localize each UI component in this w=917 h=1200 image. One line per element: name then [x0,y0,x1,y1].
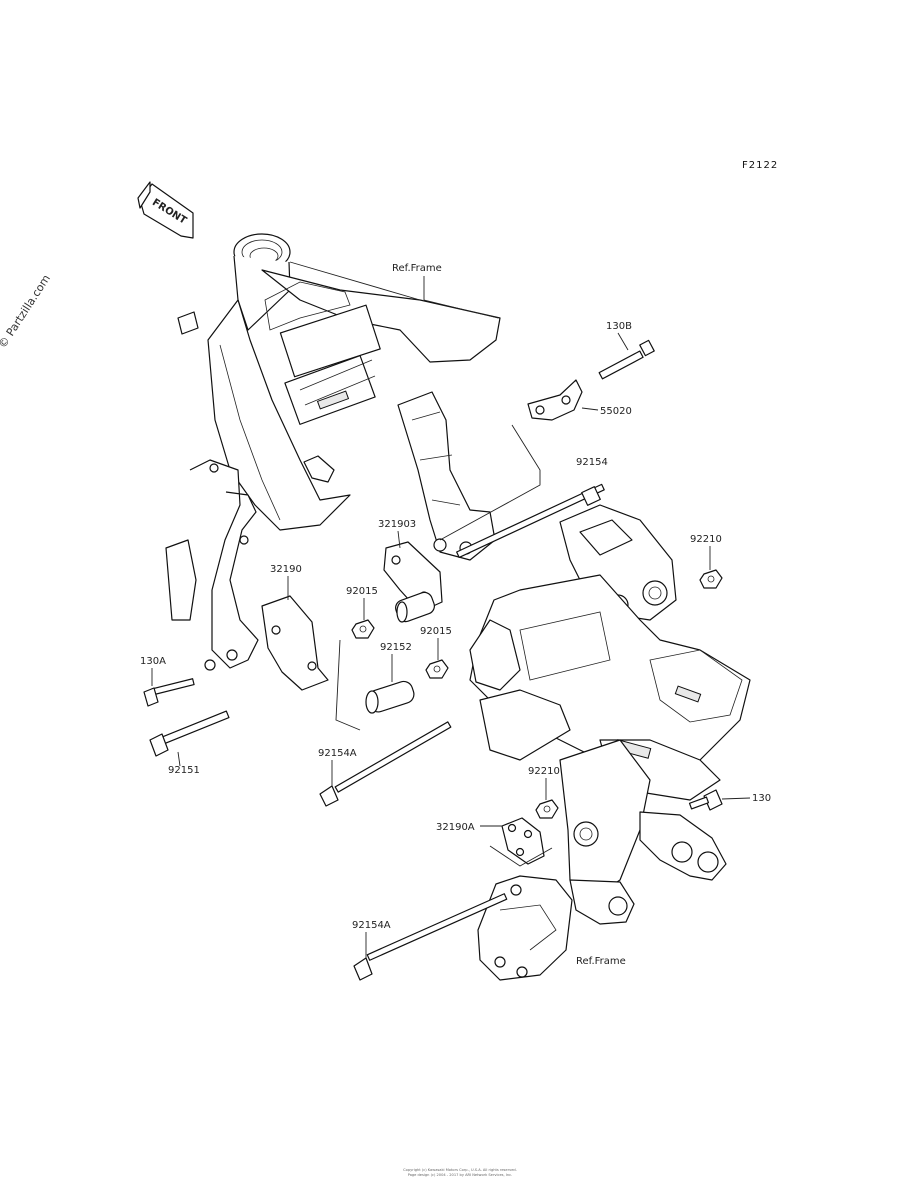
callout-32190: 32190 [270,564,302,575]
callout-92152: 92152 [380,642,412,653]
bracket-32190a [501,817,545,865]
callout-55020: 55020 [600,406,632,417]
bolt-92154-top [456,483,605,559]
collar-92015 [395,591,435,623]
callout-130b: 130B [606,321,632,332]
nut-92015-b [425,659,449,679]
callout-92154-top: 92154 [576,457,608,468]
collar-92152 [365,680,415,714]
callout-130a: 130A [140,656,166,667]
ref-frame-label-top: Ref.Frame [392,263,442,274]
nut-92210-top [699,569,723,589]
bolt-92154a-mid [319,721,452,807]
bracket-55020 [527,379,583,421]
callout-92154a-bottom: 92154A [352,920,391,931]
bolt-130 [688,789,723,811]
nut-92210-mid [535,799,559,819]
callout-92151: 92151 [168,765,200,776]
front-arrow-icon: FRONT [137,181,194,239]
callout-92154a-mid: 92154A [318,748,357,759]
callout-130: 130 [752,793,771,804]
callout-321903: 321903 [378,519,416,530]
frame-assembly [165,233,501,671]
footer-line-1: Copyright (c) Kawasaki Motors Corp., U.S… [403,1168,517,1172]
figure-id: F2122 [742,160,779,171]
bolt-130a [143,678,195,707]
callout-92015-a: 92015 [346,586,378,597]
callout-32190a: 32190A [436,822,475,833]
nut-92015-a [351,619,375,639]
ref-frame-label-bottom: Ref.Frame [576,956,626,967]
footer-copyright: Copyright (c) Kawasaki Motors Corp., U.S… [330,1168,590,1178]
bolt-92154a-bottom [353,893,508,981]
callout-92210-mid: 92210 [528,766,560,777]
callout-92210-top: 92210 [690,534,722,545]
bolt-130b [598,339,655,380]
bracket-32190 [261,595,329,691]
bolt-92151 [149,710,230,757]
callout-92015-b: 92015 [420,626,452,637]
footer-line-2: Page design (c) 2004 - 2017 by ARI Netwo… [407,1173,513,1177]
